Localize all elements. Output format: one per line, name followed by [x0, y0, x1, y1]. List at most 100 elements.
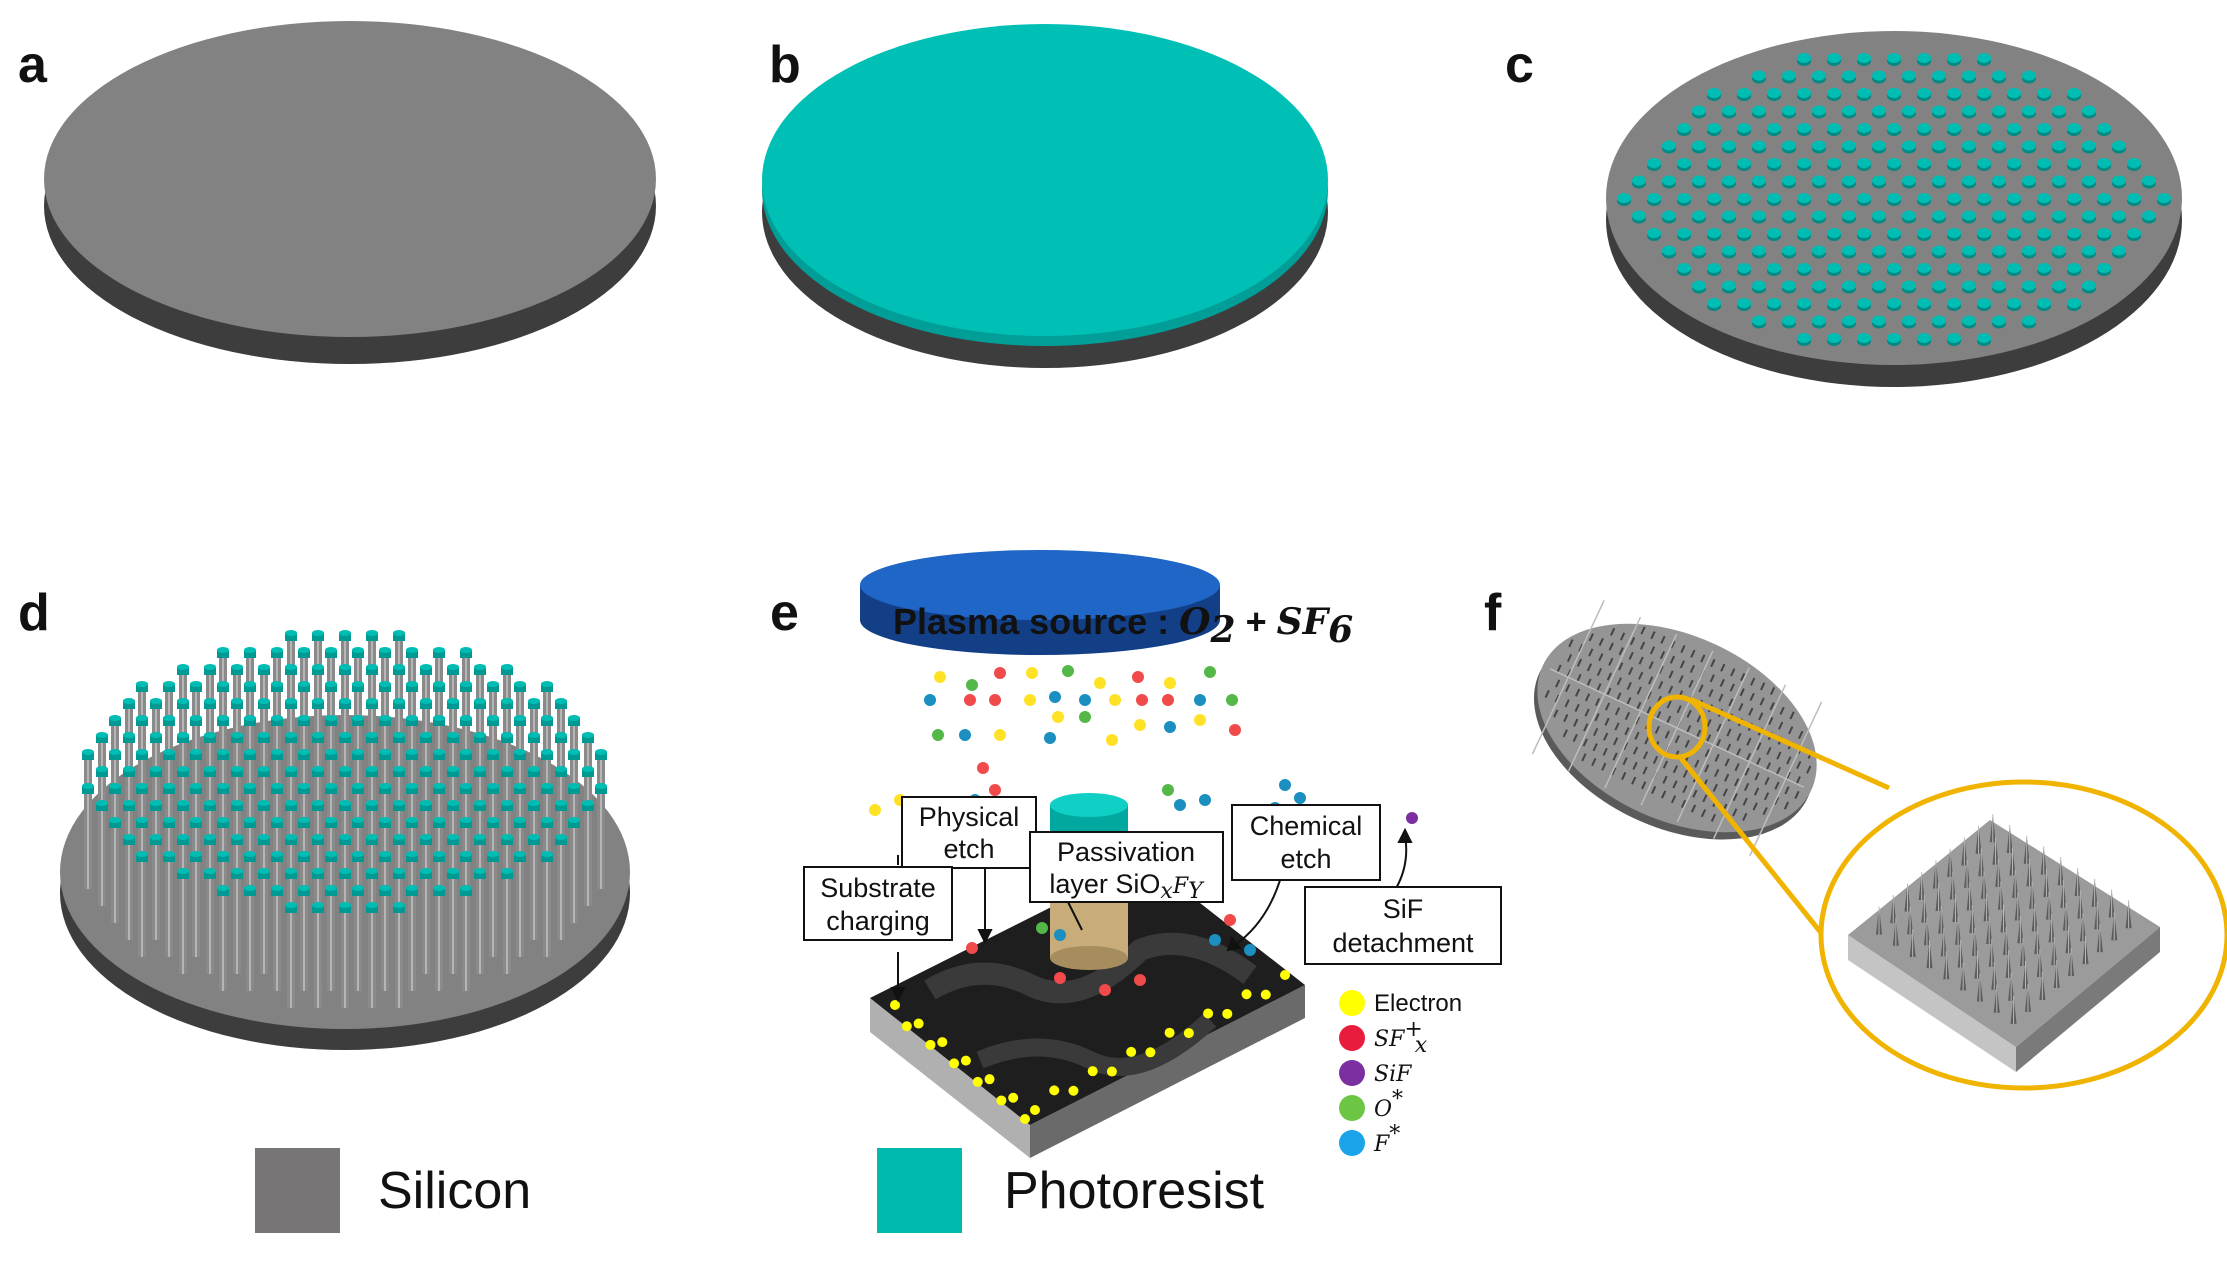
photoresist-dot — [1962, 210, 1976, 221]
legend-label: SF+x — [1374, 1017, 1428, 1058]
pillar-cap — [528, 837, 540, 845]
photoresist-dot — [1767, 228, 1781, 238]
micro-pillar — [1642, 751, 1649, 760]
micro-pillar — [1708, 689, 1714, 698]
pillar-cap — [487, 786, 499, 794]
pillar-cap — [352, 684, 364, 692]
panel-b: b — [762, 24, 1328, 368]
pillar-cap — [298, 888, 310, 896]
pillar-cap — [501, 769, 513, 777]
physical-etch-box: Physical etch — [901, 796, 1037, 869]
photoresist-dot — [1827, 53, 1841, 63]
micro-pillar — [1732, 793, 1738, 802]
pillar-cap — [150, 701, 162, 709]
micro-pillar — [1784, 786, 1790, 795]
micro-pillar — [1588, 633, 1594, 642]
pillar-cap — [541, 786, 553, 794]
electron — [1049, 1085, 1060, 1096]
micro-pillar — [1626, 681, 1632, 690]
plasma-particle — [1204, 666, 1216, 678]
micro-pillar — [1742, 812, 1748, 822]
micro-pillar — [1770, 686, 1776, 695]
photoresist-dot — [1827, 333, 1841, 343]
pillar-cap — [555, 769, 567, 777]
pillar-cap — [271, 888, 283, 896]
pillar-cap — [406, 888, 418, 896]
plasma-particle — [1194, 714, 1206, 726]
photoresist-dot — [1962, 280, 1976, 291]
pillar-cap — [231, 871, 243, 879]
micro-pillar — [1666, 700, 1672, 709]
pillar-cap — [325, 786, 337, 794]
pillar-cap — [474, 769, 486, 777]
photoresist-dot — [1812, 175, 1826, 186]
micro-pillar — [1634, 731, 1640, 740]
pillar-cap — [420, 803, 432, 811]
electron — [1183, 1028, 1194, 1039]
photoresist-dot — [1662, 140, 1676, 151]
legend-dot — [1339, 1025, 1365, 1051]
micro-pillar — [1616, 677, 1622, 686]
photoresist-dot — [2067, 88, 2081, 98]
pillar-cap — [298, 684, 310, 692]
pillar-cap — [541, 718, 553, 726]
photoresist-dot — [1767, 88, 1781, 98]
photoresist-b-top — [762, 24, 1328, 336]
pillar-cap — [352, 888, 364, 896]
photoresist-dot — [1752, 210, 1766, 221]
electron — [1020, 1114, 1030, 1124]
substrate-right-face — [1030, 985, 1305, 1158]
pillar-cap — [312, 633, 324, 641]
pillar-cap — [312, 735, 324, 743]
pillar-cap — [514, 786, 526, 794]
photoresist-dot — [2037, 193, 2051, 203]
photoresist-dot — [2022, 245, 2036, 256]
pillar-cap — [393, 633, 405, 641]
photoresist-dot — [1692, 175, 1706, 186]
micro-pillar — [1714, 753, 1720, 762]
pillar-cap — [217, 854, 229, 862]
micro-pillar — [1724, 773, 1730, 782]
panel-letter-b: b — [769, 36, 801, 94]
plasma-particle — [1026, 667, 1038, 679]
photoresist-dot — [1917, 88, 1931, 98]
micro-pillar — [1778, 721, 1784, 730]
pillar-cap — [258, 803, 270, 811]
micro-pillar — [1632, 746, 1639, 755]
etch-texture — [924, 932, 1257, 1004]
photoresist-dot — [2097, 228, 2111, 238]
micro-pillar — [1598, 637, 1604, 646]
micro-pillar — [1702, 794, 1708, 803]
photoresist-dot — [1932, 315, 1946, 326]
legend-dot — [1339, 990, 1365, 1016]
plasma-particle — [1079, 711, 1091, 723]
pillar-cap — [217, 650, 229, 658]
pillar-cap — [258, 871, 270, 879]
photoresist-dot — [1887, 53, 1901, 63]
pillar-cap-top — [1050, 793, 1128, 817]
micro-pillar — [1682, 785, 1688, 794]
pillar-cap — [244, 888, 256, 896]
photoresist-dot — [1992, 70, 2006, 81]
photoresist-dot — [1992, 140, 2006, 151]
photoresist-dot — [1797, 193, 1811, 203]
photoresist-dot — [2022, 175, 2036, 186]
svg-text:Substrate: Substrate — [820, 873, 936, 903]
photoresist-dot — [1782, 245, 1796, 256]
micro-pillar — [1700, 809, 1707, 818]
pillar-cap — [177, 871, 189, 879]
zoom-block-top — [1848, 820, 2160, 1047]
pillar-cap — [447, 871, 459, 879]
pillar-cap — [379, 684, 391, 692]
photoresist-dot — [1647, 193, 1661, 203]
electron — [1203, 1008, 1214, 1019]
plasma-particle — [1054, 929, 1066, 941]
photoresist-dot — [1842, 105, 1856, 116]
micro-pillar — [1744, 782, 1750, 791]
micro-pillar — [1686, 724, 1692, 734]
pillar-cap — [217, 684, 229, 692]
micro-pillar — [1612, 752, 1618, 761]
pillar-cap — [339, 803, 351, 811]
micro-pillar — [1563, 714, 1569, 723]
photoresist-dot — [1632, 210, 1646, 221]
